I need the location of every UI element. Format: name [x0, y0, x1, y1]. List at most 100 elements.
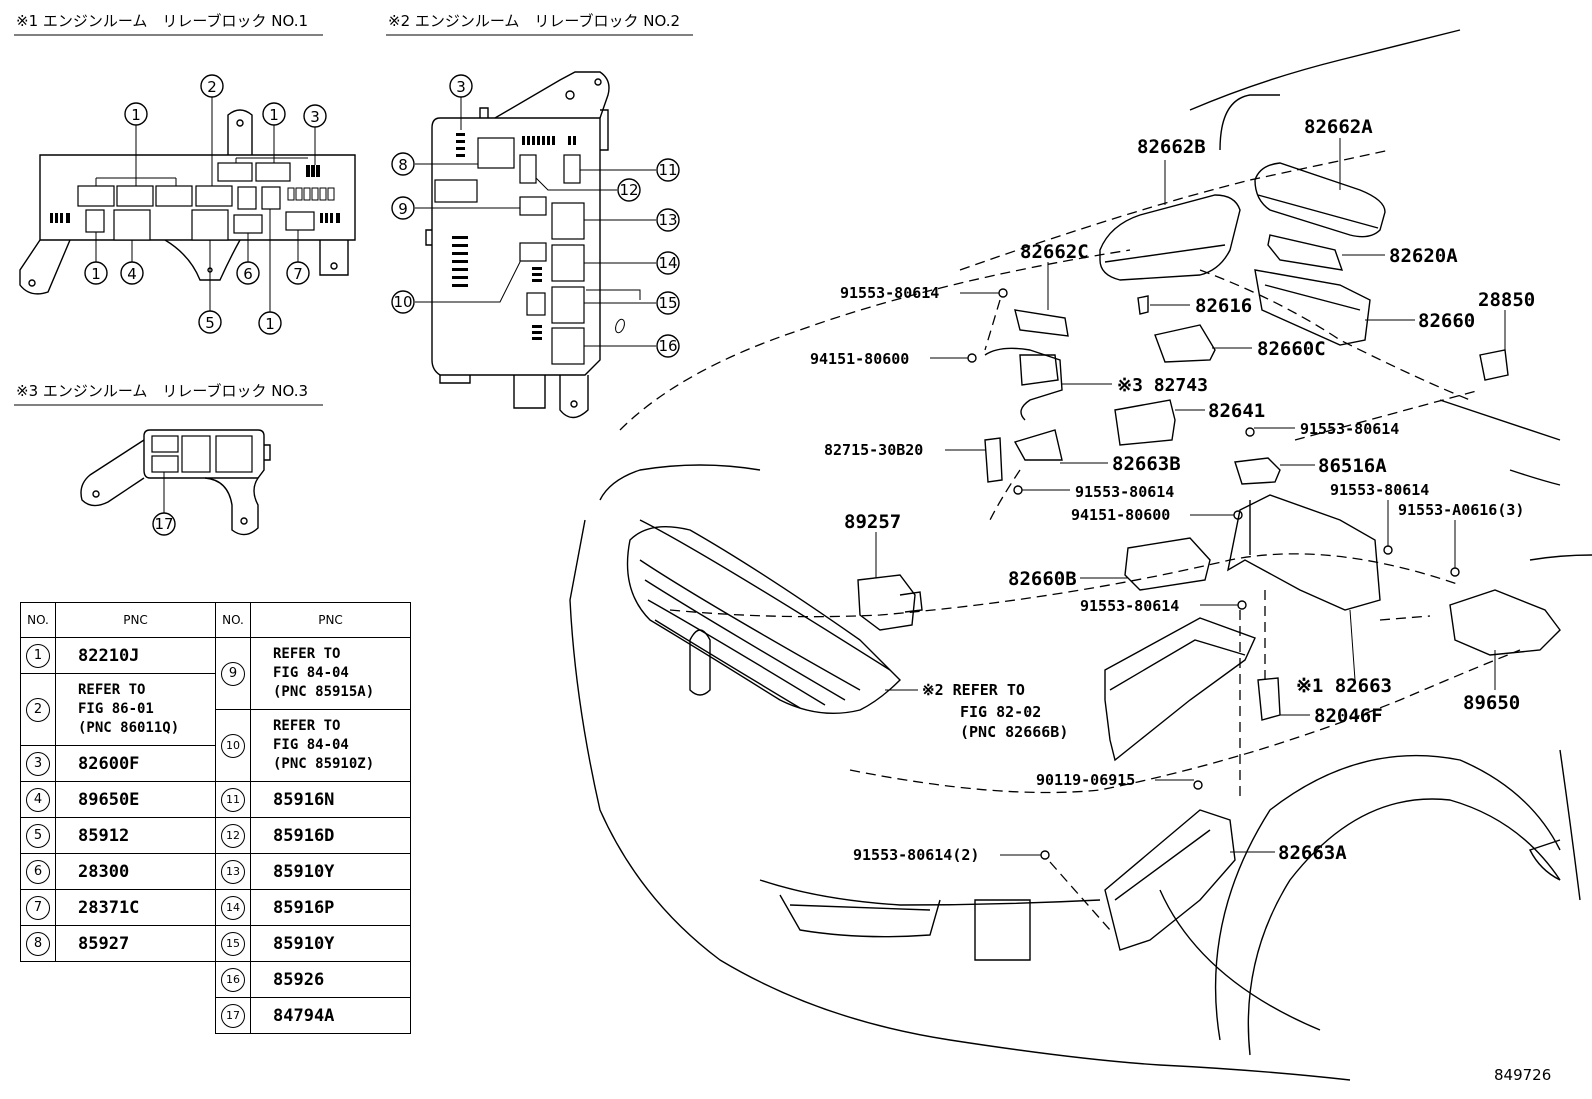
table-row: 14 85916P: [215, 889, 411, 926]
label-refer-to-line2: FIG 82-02: [960, 703, 1041, 721]
table-header-pnc: PNC: [55, 602, 216, 638]
part-82046F: [1257, 677, 1310, 721]
label-91553-80614-c: 91553-80614: [1075, 483, 1174, 501]
row-number: 12: [221, 823, 245, 848]
row-number: 13: [221, 859, 245, 884]
part-28850: [1479, 310, 1509, 381]
callout-17: 17: [154, 515, 173, 533]
callout-3b: 3: [456, 78, 466, 96]
part-82660: [1254, 269, 1415, 346]
row-pnc: 85926: [250, 961, 411, 998]
part-labels: 82662B 82662A 82662C 82620A 91553-80614 …: [810, 116, 1551, 1084]
part-82743: [984, 347, 1112, 421]
figure-id: 849726: [1494, 1066, 1551, 1084]
part-82662C: [1014, 262, 1069, 337]
label-89257: 89257: [844, 511, 901, 533]
table-header-pnc: PNC: [250, 602, 411, 638]
row-number: 15: [221, 931, 245, 956]
callout-6: 6: [243, 265, 253, 283]
label-86516A: 86516A: [1318, 455, 1387, 477]
label-82662A: 82662A: [1304, 116, 1373, 138]
vehicle-outline: [569, 29, 1592, 1081]
part-cover-82662B: [1099, 160, 1241, 281]
callout-3: 3: [310, 108, 320, 126]
row-number: 16: [221, 967, 245, 992]
label-82660: 82660: [1418, 310, 1475, 332]
table-row: 10 REFER TO FIG 84-04 (PNC 85910Z): [215, 709, 411, 782]
label-91553-80614-d: 91553-80614: [1330, 481, 1429, 499]
label-82660B: 82660B: [1008, 568, 1077, 590]
relay-block-1: 1 2 1 3 1 4 5 6 1 7: [19, 74, 356, 335]
heading-relay-block-3: ※3 エンジンルーム リレーブロック NO.3: [16, 382, 308, 400]
label-82662C: 82662C: [1020, 241, 1089, 263]
table-row: 3 82600F: [20, 745, 216, 782]
row-pnc: 85916N: [250, 781, 411, 818]
part-86516A: [1234, 457, 1315, 485]
row-pnc: 89650E: [55, 781, 216, 818]
row-number: 1: [26, 643, 50, 668]
row-number: 11: [221, 787, 245, 812]
row-number: 4: [26, 787, 50, 812]
table-row: 13 85910Y: [215, 853, 411, 890]
part-82641: [1114, 399, 1205, 446]
row-number: 10: [221, 733, 245, 758]
row-pnc: 82210J: [55, 637, 216, 674]
part-82620A: [1267, 234, 1385, 271]
callout-8: 8: [398, 156, 408, 174]
part-82616: [1137, 295, 1190, 315]
label-82616: 82616: [1195, 295, 1252, 317]
leader-lines: [885, 292, 1481, 931]
row-number: 5: [26, 823, 50, 848]
label-82662B: 82662B: [1137, 136, 1206, 158]
label-82663: ※1 82663: [1296, 675, 1392, 697]
row-number: 9: [221, 661, 245, 686]
table-row: 11 85916N: [215, 781, 411, 818]
label-82663A: 82663A: [1278, 842, 1347, 864]
part-82660B: [1080, 537, 1211, 591]
callout-9: 9: [398, 200, 408, 218]
callout-5: 5: [205, 314, 215, 332]
label-90119-06915: 90119-06915: [1036, 771, 1135, 789]
row-pnc: 85910Y: [250, 925, 411, 962]
callout-15: 15: [658, 294, 677, 312]
table-row: 2 REFER TO FIG 86-01 (PNC 86011Q): [20, 673, 216, 746]
heading-relay-block-1: ※1 エンジンルーム リレーブロック NO.1: [16, 12, 308, 30]
table-row: 15 85910Y: [215, 925, 411, 962]
table-row: 16 85926: [215, 961, 411, 998]
callout-14: 14: [658, 254, 677, 272]
row-pnc: REFER TO FIG 84-04 (PNC 85910Z): [250, 709, 411, 782]
label-89650: 89650: [1463, 692, 1520, 714]
label-82663B: 82663B: [1112, 453, 1181, 475]
label-91553-A0616: 91553-A0616(3): [1398, 501, 1524, 519]
callout-16: 16: [658, 337, 677, 355]
row-pnc: 28300: [55, 853, 216, 890]
table-row: 6 28300: [20, 853, 216, 890]
part-82663B: [1013, 429, 1108, 464]
row-number: 7: [26, 895, 50, 920]
part-cover-82662A: [1254, 138, 1386, 238]
callout-1b: 1: [269, 106, 279, 124]
label-91553-80614-a: 91553-80614: [840, 284, 939, 302]
relay-block-3: 17: [80, 429, 271, 536]
row-pnc: 85910Y: [250, 853, 411, 890]
label-94151-80600-b: 94151-80600: [1071, 506, 1170, 524]
callout-7: 7: [293, 265, 303, 283]
table-row: 4 89650E: [20, 781, 216, 818]
label-91553-80614-b: 91553-80614: [1300, 420, 1399, 438]
label-94151-80600-a: 94151-80600: [810, 350, 909, 368]
table-row: 8 85927: [20, 925, 216, 962]
table-header-no: NO.: [215, 602, 251, 638]
row-pnc: 28371C: [55, 889, 216, 926]
callout-12: 12: [619, 181, 638, 199]
pnc-table-left: NO. PNC 1 82210J 2 REFER TO FIG 86-01 (P…: [20, 602, 216, 962]
table-row: 1 82210J: [20, 637, 216, 674]
part-89650: [1449, 589, 1561, 690]
table-row: 9 REFER TO FIG 84-04 (PNC 85915A): [215, 637, 411, 710]
label-82641: 82641: [1208, 400, 1265, 422]
callout-4: 4: [127, 265, 137, 283]
table-row: 7 28371C: [20, 889, 216, 926]
label-91553-80614-e: 91553-80614: [1080, 597, 1179, 615]
label-refer-to-line3: (PNC 82666B): [960, 723, 1068, 741]
row-pnc: 85916D: [250, 817, 411, 854]
